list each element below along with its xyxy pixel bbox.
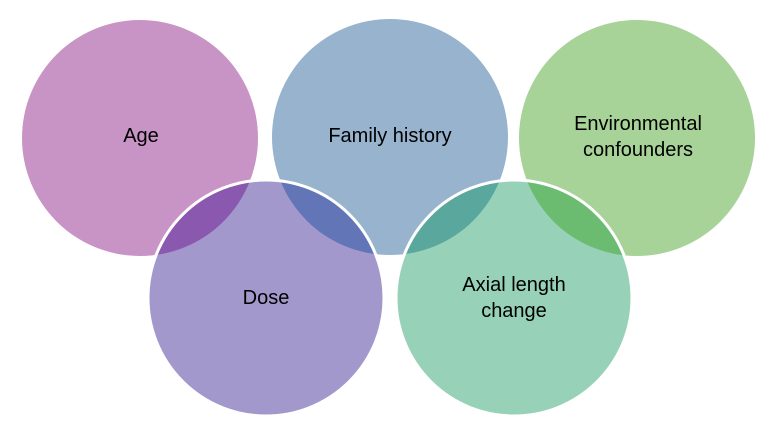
outline-axial-length-change [394,178,634,418]
circle-dose [148,180,384,416]
circle-family-history [272,19,508,255]
circle-environmental-confounders [519,20,755,256]
circle-axial-length-change [396,180,632,416]
circle-age [22,20,258,256]
outline-dose [146,178,386,418]
